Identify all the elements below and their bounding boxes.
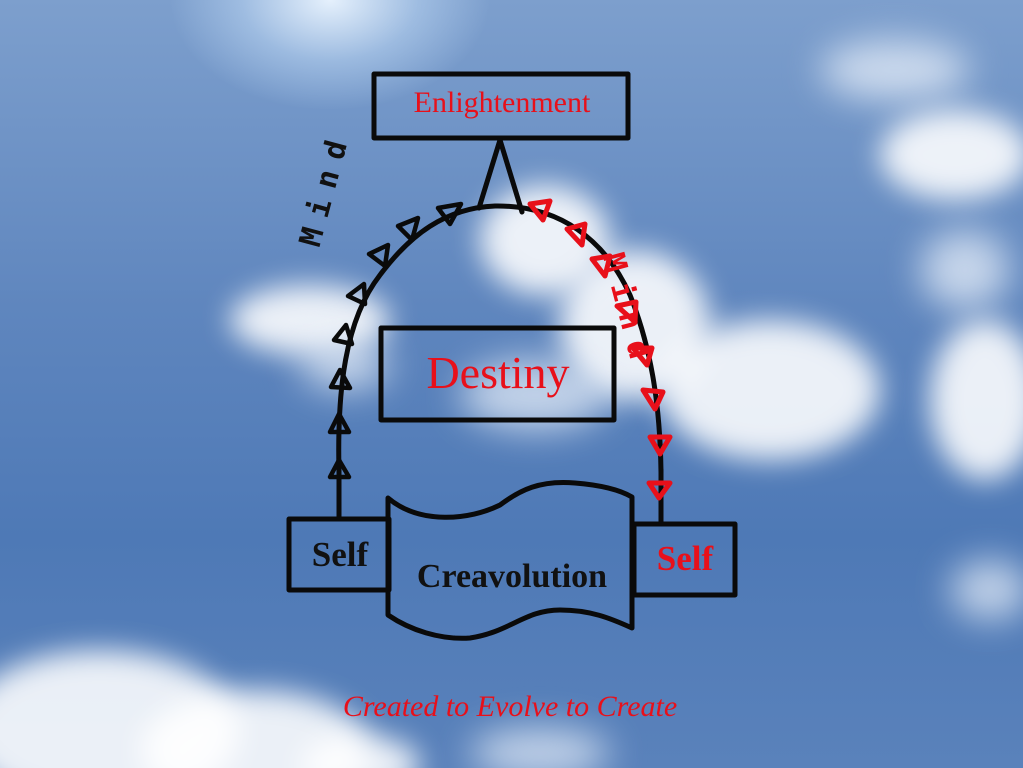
arrow-up-icon (345, 281, 368, 307)
arrow-up-icon (327, 457, 352, 480)
arrow-down-icon (646, 480, 673, 501)
left-mind-arrows (327, 201, 464, 480)
apex-connector (476, 137, 525, 215)
arrow-down-icon (630, 345, 655, 368)
destiny-label: Destiny (426, 347, 570, 398)
creavolution-banner (385, 479, 635, 641)
enlightenment-label: Enlightenment (413, 86, 591, 119)
arrow-down-icon (614, 299, 639, 325)
arrow-up-icon (328, 367, 353, 391)
creavolution-label: Creavolution (416, 558, 608, 595)
arrow-down-icon (647, 434, 673, 457)
tagline: Created to Evolve to Create (342, 690, 678, 723)
arrow-down-icon (564, 221, 588, 248)
arrow-up-icon (327, 411, 352, 435)
mind-arc (336, 203, 664, 475)
arrow-up-icon (331, 322, 355, 347)
destiny-box (378, 325, 617, 423)
arrow-down-icon (640, 387, 666, 412)
arrow-up-icon (366, 242, 391, 269)
right-mind-arrows (527, 198, 673, 501)
arrow-up-icon (435, 201, 464, 227)
arrow-up-icon (395, 215, 421, 243)
arrow-down-icon (589, 253, 613, 279)
self-left-label: Self (311, 535, 369, 574)
self-right-label: Self (656, 539, 714, 578)
arrow-down-icon (527, 198, 553, 223)
